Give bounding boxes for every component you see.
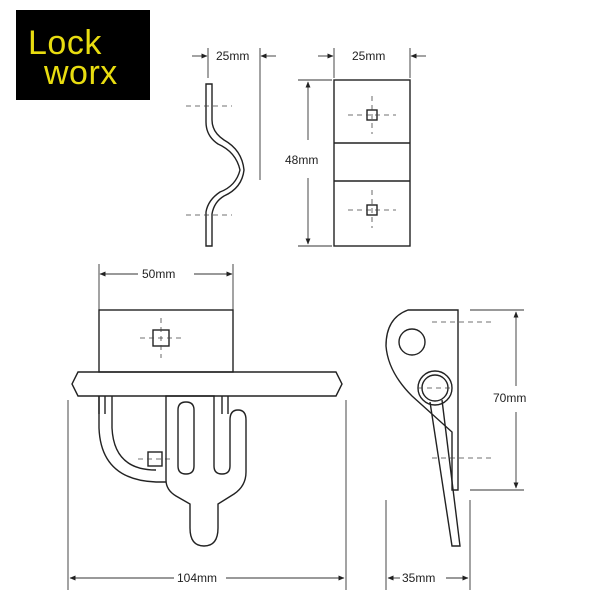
dim-label-104mm: 104mm bbox=[177, 571, 217, 585]
staple-side-profile: 25mm bbox=[186, 48, 276, 247]
dim-label-48mm: 48mm bbox=[285, 153, 318, 167]
side-bracket-outline bbox=[385, 309, 459, 491]
plate-outline bbox=[333, 79, 411, 247]
bolt-shank-outer bbox=[98, 396, 166, 483]
bolt-shank-inner bbox=[111, 396, 157, 471]
bolt-side-view: 70mm 35mm bbox=[385, 309, 526, 590]
dim-label-25mm-left: 25mm bbox=[216, 49, 249, 63]
staple-profile-outline bbox=[205, 83, 245, 247]
dim-label-25mm-right: 25mm bbox=[352, 49, 385, 63]
fork-slot bbox=[177, 401, 195, 475]
dim-label-35mm: 35mm bbox=[402, 571, 435, 585]
keep-plate bbox=[98, 309, 234, 373]
bolt-front-view: 50mm 104mm bbox=[67, 264, 347, 590]
side-handle bbox=[429, 399, 461, 547]
bracket-hole bbox=[398, 328, 426, 356]
logo-text-line2: worx bbox=[44, 54, 118, 92]
lockworx-logo: Lock worx bbox=[16, 10, 150, 100]
dim-label-50mm: 50mm bbox=[142, 267, 175, 281]
staple-plate-front: 25mm 48mm bbox=[285, 48, 426, 247]
logo-text-line1: Lock bbox=[28, 24, 102, 62]
bolt-cross-section-inner bbox=[421, 374, 449, 402]
bolt-bar bbox=[71, 371, 343, 397]
dim-label-70mm: 70mm bbox=[493, 391, 526, 405]
bolt-handle-fork bbox=[165, 395, 247, 547]
